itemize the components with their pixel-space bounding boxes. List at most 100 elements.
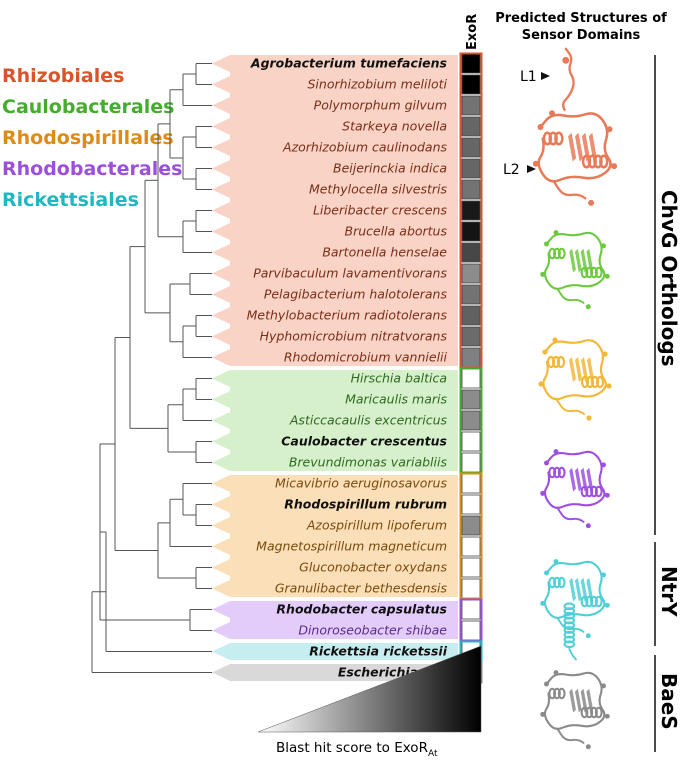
atom-dot — [586, 415, 592, 421]
order-label-rhizobiales: Rhizobiales — [2, 65, 124, 87]
species-label: Caulobacter crescentus — [281, 434, 447, 449]
ribbon-segment — [556, 617, 585, 633]
clade-arrow — [212, 160, 230, 177]
species-label: Azospirillum lipoferum — [306, 518, 447, 533]
exor-cell — [461, 410, 481, 431]
structures-title: Predicted Structures of — [495, 11, 667, 26]
exor-column-header: ExoR — [465, 14, 480, 50]
clade-box — [230, 601, 458, 639]
exor-cell — [461, 536, 481, 557]
clade-arrow — [212, 181, 230, 198]
atom-dot — [544, 681, 549, 687]
ribbon-segment — [556, 507, 585, 523]
ribbon-segment — [568, 648, 577, 661]
atom-dot — [562, 56, 570, 64]
beta-strand — [575, 467, 582, 492]
clade-arrow — [212, 265, 230, 282]
structures-subtitle: Sensor Domains — [522, 28, 641, 43]
helix-turn — [557, 247, 566, 260]
atom-dot — [540, 600, 546, 606]
clade-arrow — [212, 244, 230, 261]
helix-turn — [557, 466, 566, 479]
exor-cell — [461, 473, 481, 494]
beta-strand — [586, 577, 594, 602]
atom-dot — [585, 523, 591, 529]
atom-dot — [552, 337, 558, 343]
helix-turn — [557, 576, 566, 589]
exor-cell — [461, 116, 481, 137]
beta-strand — [588, 132, 597, 162]
protein-structures — [532, 47, 618, 750]
atom-dot — [532, 160, 539, 167]
exor-cell — [461, 158, 481, 179]
atom-dot — [604, 713, 610, 719]
exor-cell — [461, 179, 481, 200]
exor-cell — [461, 95, 481, 116]
beta-strand — [580, 467, 588, 492]
species-label: Hyphomicrobium nitratvorans — [260, 329, 448, 344]
helix-turn — [594, 706, 603, 719]
beta-strand — [575, 688, 582, 713]
loop-label-l1: L1 — [520, 69, 537, 85]
ribbon-segment — [543, 560, 606, 619]
exor-cell — [461, 452, 481, 473]
ribbon-segment — [542, 339, 608, 401]
exor-cell — [461, 326, 481, 347]
exor-cell — [461, 494, 481, 515]
clade-box — [230, 643, 458, 660]
atom-dot — [549, 110, 555, 117]
exor-cell — [461, 137, 481, 158]
exor-cell — [461, 389, 481, 410]
clade-arrow — [212, 454, 230, 471]
beta-strand — [580, 248, 588, 273]
phylogenetic-tree — [91, 63, 212, 673]
atom-dot — [538, 381, 544, 387]
exor-cell — [461, 578, 481, 599]
order-label-rhodospirillales: Rhodospirillales — [2, 127, 174, 149]
legend-caption-main: Blast hit score to ExoR — [276, 740, 428, 756]
helix-turn — [556, 355, 566, 369]
species-label: Methylocella silvestris — [309, 182, 448, 197]
clade-box — [230, 475, 458, 597]
atom-dot — [540, 490, 546, 496]
species-label: Hirschia baltica — [351, 371, 447, 386]
ribbon-segment — [553, 181, 587, 200]
beta-strand — [569, 467, 576, 492]
atom-dot — [606, 126, 613, 133]
helix-turn — [563, 640, 576, 649]
atom-dot — [553, 670, 559, 676]
species-label: Sinorhizobium meliloti — [307, 77, 447, 92]
species-label: Magnetospirillum magneticum — [256, 539, 447, 554]
atom-dot — [544, 241, 549, 247]
species-label: Parvibaculum lavamentivorans — [253, 266, 447, 281]
exor-cell — [461, 347, 481, 368]
beta-strand — [586, 688, 594, 713]
species-label: Agrobacterium tumefaciens — [250, 56, 447, 71]
clade-arrow — [212, 580, 230, 597]
beta-strand — [569, 577, 576, 602]
atom-dot — [542, 349, 548, 355]
ribbon-segment — [537, 112, 612, 183]
atom-dot — [606, 383, 612, 389]
species-label: Polymorphum gilvum — [314, 98, 447, 113]
helix-turn — [557, 687, 566, 700]
clade-arrow — [212, 622, 230, 639]
score-gradient-wedge — [257, 645, 482, 733]
chvg-group-label: ChvG Orthologs — [657, 190, 681, 367]
order-label-rickettsiales: Rickettsiales — [2, 189, 139, 211]
legend-caption-sub: At — [428, 749, 438, 759]
clade-arrow — [212, 496, 230, 513]
beta-strand — [575, 577, 582, 602]
ribbon-segment — [543, 450, 606, 509]
species-label: Azorhizobium caulinodans — [282, 140, 447, 155]
clade-arrow — [212, 202, 230, 219]
species-label: Gluconobacter oxydans — [299, 560, 447, 575]
species-label: Beijerinckia indica — [333, 161, 447, 176]
atom-dot — [553, 559, 559, 565]
helix-turn — [554, 131, 564, 146]
beta-strand — [586, 467, 594, 492]
beta-strand — [587, 357, 594, 382]
beta-strand — [569, 248, 576, 273]
beta-strand — [568, 132, 577, 162]
order-label-caulobacterales: Caulobacterales — [2, 96, 174, 118]
